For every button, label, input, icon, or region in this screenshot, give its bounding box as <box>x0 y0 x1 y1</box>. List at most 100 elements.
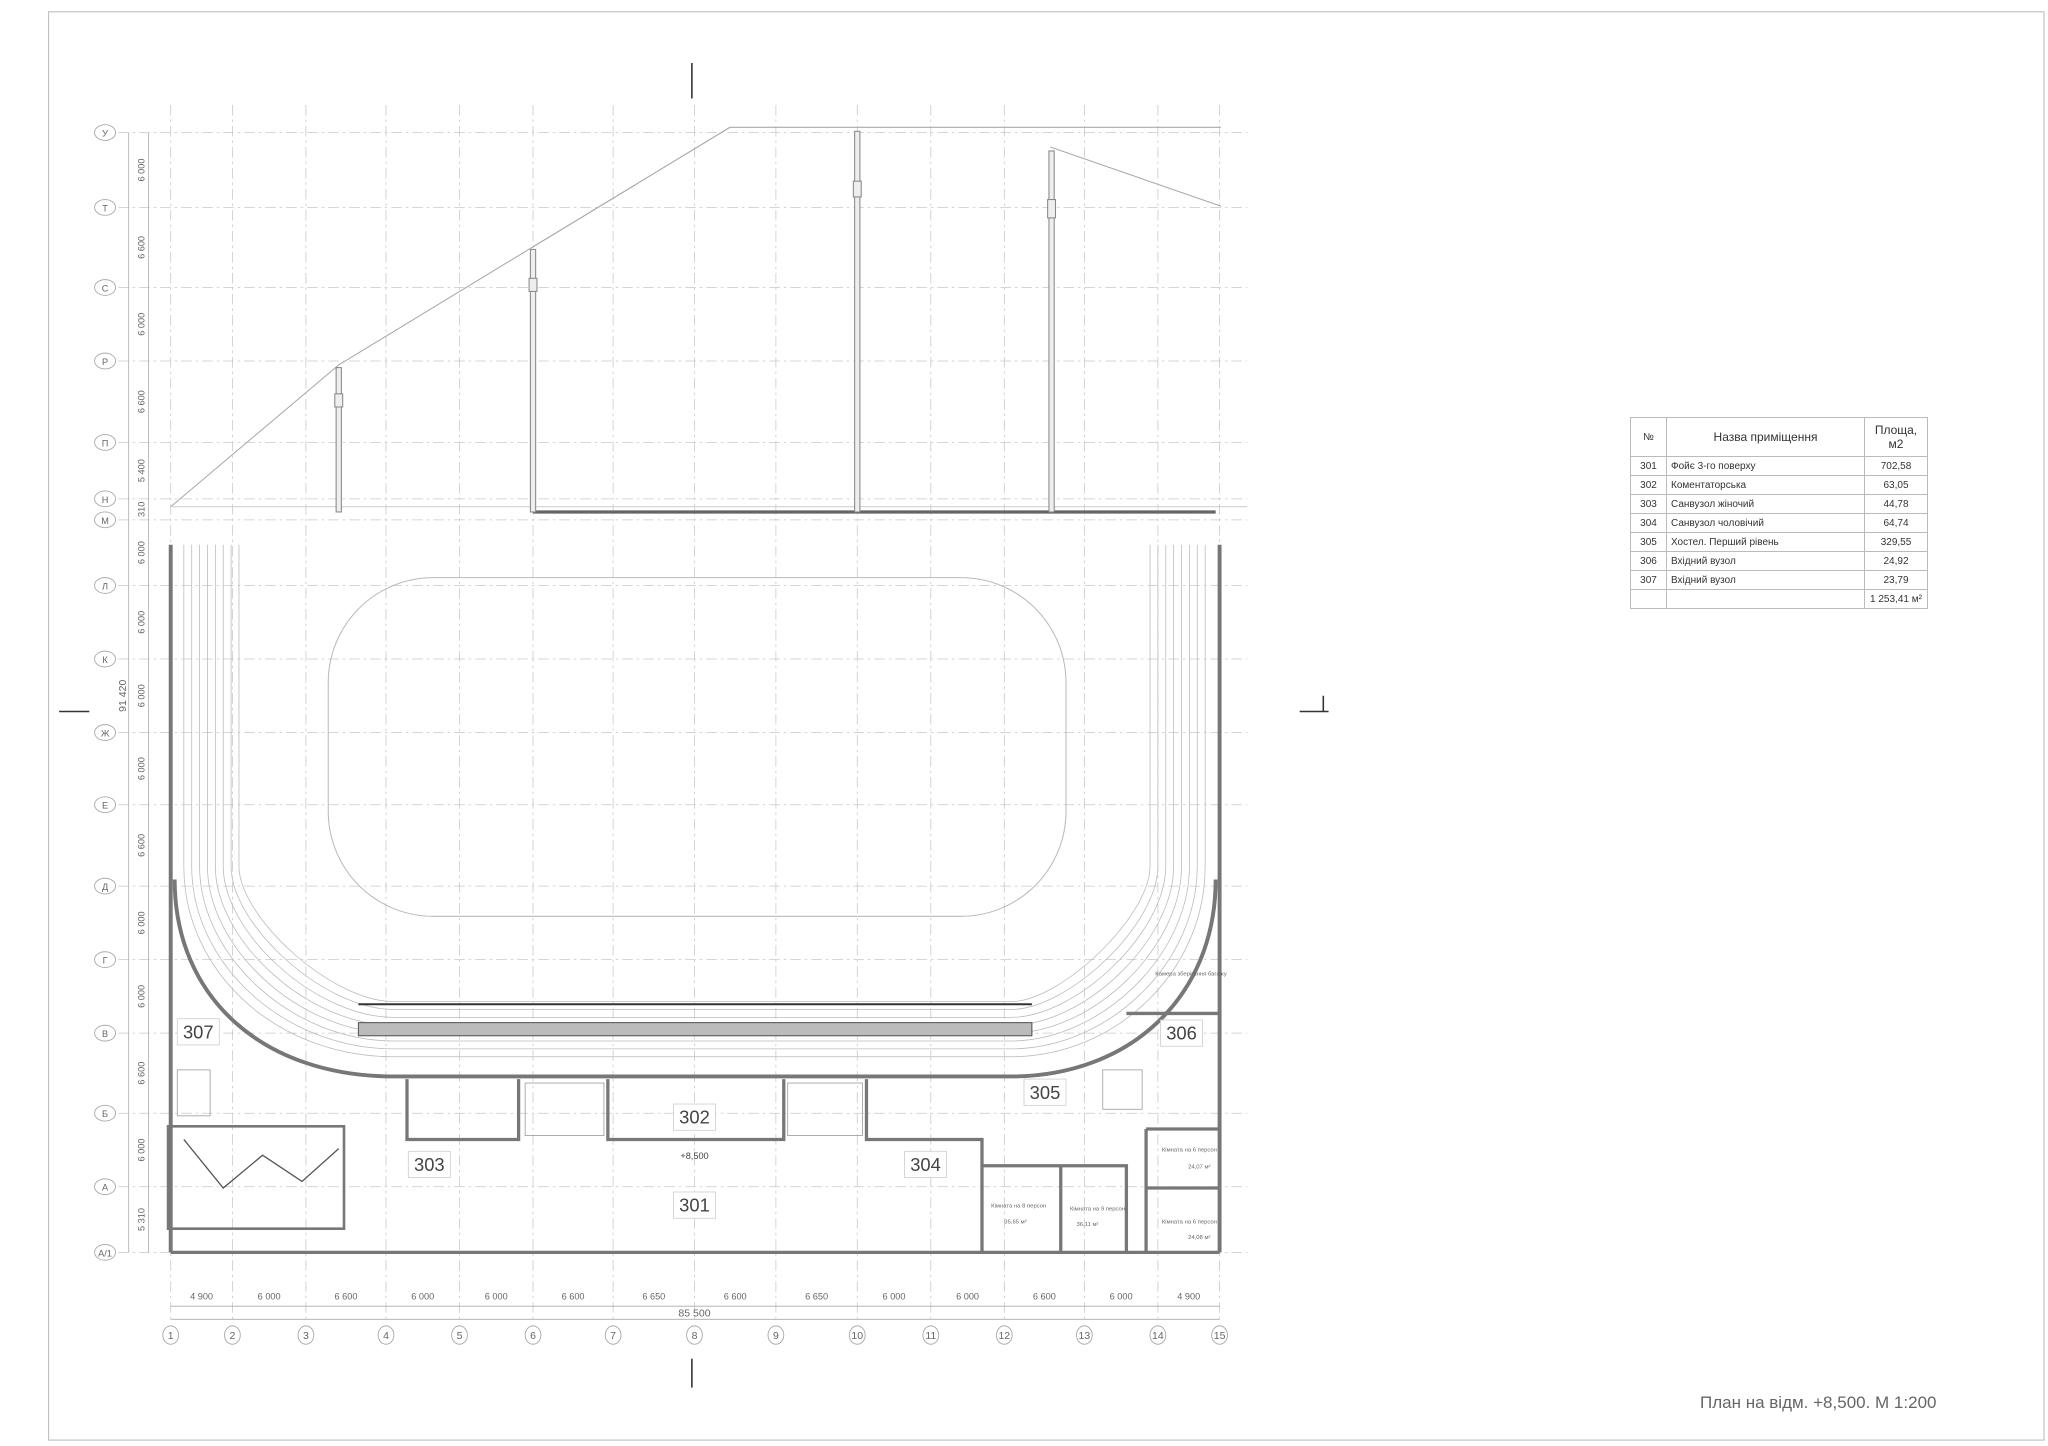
lower-building <box>166 1011 1220 1255</box>
column-axis-label: 11 <box>925 1330 936 1342</box>
column-axis-label: 2 <box>229 1330 235 1342</box>
table-cell: 306 <box>1630 551 1667 571</box>
total-height-dimension: 91 420 <box>117 680 129 712</box>
row-axis-bubble <box>94 724 117 741</box>
table-cell: Вхідний вузол <box>1666 551 1865 571</box>
column-axis-label: 10 <box>851 1330 863 1342</box>
stadium-bowl <box>168 544 1222 1253</box>
row-axis-bubble <box>94 796 117 814</box>
column-axis-bubble <box>451 1325 468 1345</box>
total-width-dimension: 85 500 <box>678 1308 710 1320</box>
table-cell: 44,78 <box>1864 494 1928 514</box>
row-dimension: 6 000 <box>136 684 146 707</box>
table-cell: 64,74 <box>1864 513 1928 533</box>
table-cell: 303 <box>1630 494 1667 514</box>
row-axis-label: Г <box>103 956 108 966</box>
column-axis-label: 7 <box>610 1330 616 1342</box>
row-axis-bubble <box>94 1178 117 1196</box>
column-dimension: 6 650 <box>642 1292 665 1302</box>
row-axis-label: А/1 <box>98 1248 112 1258</box>
column-dimension: 6 000 <box>1110 1292 1133 1302</box>
column-dimension: 6 000 <box>883 1292 906 1302</box>
row-axis-bubble <box>94 511 117 529</box>
room-small-label: Камера зберігання багажу <box>1155 971 1226 977</box>
running-lane <box>222 544 1167 1018</box>
row-dimension: 6 000 <box>136 1138 146 1161</box>
row-axis-label: Е <box>102 801 108 811</box>
row-axis-label: Ж <box>101 728 110 738</box>
room-small-label: Кімната на 6 персон <box>1162 1147 1217 1153</box>
table-cell: 63,05 <box>1864 475 1928 495</box>
row-axis-bubble <box>94 279 117 296</box>
table-cell: 24,92 <box>1864 551 1928 571</box>
column-dimension: 6 000 <box>956 1292 979 1302</box>
row-axis-label: Д <box>102 882 109 892</box>
running-lane <box>238 544 1151 1003</box>
row-axis-bubble <box>94 352 117 370</box>
row-axis-label: М <box>101 516 109 526</box>
column-axis-label: 6 <box>530 1330 536 1342</box>
column-dimension: 6 650 <box>805 1292 828 1302</box>
table-cell: 23,79 <box>1864 570 1928 590</box>
table-cell: Санвузол жіночий <box>1666 494 1865 514</box>
table-cell: 305 <box>1630 532 1667 552</box>
table-cell: 304 <box>1630 513 1667 533</box>
column-axis-bubble <box>995 1325 1013 1345</box>
room-small-label: 35,65 м² <box>1004 1219 1026 1225</box>
room-tag-301: 301 <box>679 1195 710 1216</box>
room-tag-box <box>407 1150 451 1178</box>
table-cell: 301 <box>1630 456 1667 476</box>
col-area: Площа, м2 <box>1864 417 1928 457</box>
table-cell: Хостел. Перший рівень <box>1666 532 1865 552</box>
row-axis-bubble <box>94 877 117 895</box>
running-lane <box>199 544 1190 1042</box>
table-cell: Вхідний вузол <box>1666 570 1865 590</box>
row-axis-bubble <box>94 490 117 508</box>
row-axis-bubble <box>94 1244 117 1261</box>
table-cell: 329,55 <box>1864 532 1928 552</box>
room-tag-box <box>1160 1019 1203 1047</box>
row-dimension: 6 000 <box>136 541 146 564</box>
row-axis-label: С <box>102 283 109 293</box>
row-axis-label: Л <box>102 581 108 591</box>
column-dimension: 6 000 <box>258 1292 281 1302</box>
stairs <box>176 1069 1143 1136</box>
row-dimension: 6 000 <box>136 611 146 634</box>
row-dimension: 6 000 <box>136 985 146 1008</box>
room-small-label: 24,08 м² <box>1188 1235 1210 1241</box>
row-axis-label: Т <box>102 203 108 213</box>
upper-stand-outline <box>170 126 1248 514</box>
column-axis-bubble <box>686 1325 703 1345</box>
column-axis-label: 8 <box>692 1330 698 1342</box>
title-block: План на відм. +8,500. М 1:200 <box>1700 1393 1937 1412</box>
room-tag-box <box>904 1150 947 1178</box>
row-dimension: 6 600 <box>136 236 146 259</box>
sheet-border <box>48 11 2045 1441</box>
column-axis-bubble <box>1076 1325 1093 1345</box>
row-dimension: 6 600 <box>136 834 146 857</box>
table-cell <box>1630 589 1667 609</box>
running-lane <box>230 544 1159 1010</box>
row-axis-bubble <box>94 124 117 141</box>
room-tag-box <box>673 1191 716 1219</box>
table-cell: Санвузол чоловічий <box>1666 513 1865 533</box>
row-dimension: 6 000 <box>136 911 146 934</box>
row-dimension: 6 600 <box>136 1062 146 1085</box>
column-dimension: 4 900 <box>1177 1292 1200 1302</box>
column-axis-label: 9 <box>773 1330 779 1342</box>
row-axis-label: У <box>102 129 108 139</box>
room-tag-302: 302 <box>679 1107 710 1128</box>
room-tag-307: 307 <box>183 1021 214 1042</box>
row-axis-bubble <box>94 951 117 968</box>
room-tag-304: 304 <box>910 1154 941 1175</box>
column-axis-label: 3 <box>303 1330 309 1342</box>
column-dimension: 6 000 <box>485 1292 508 1302</box>
room-tag-box <box>1023 1078 1067 1106</box>
row-dimension: 5 400 <box>136 459 146 482</box>
